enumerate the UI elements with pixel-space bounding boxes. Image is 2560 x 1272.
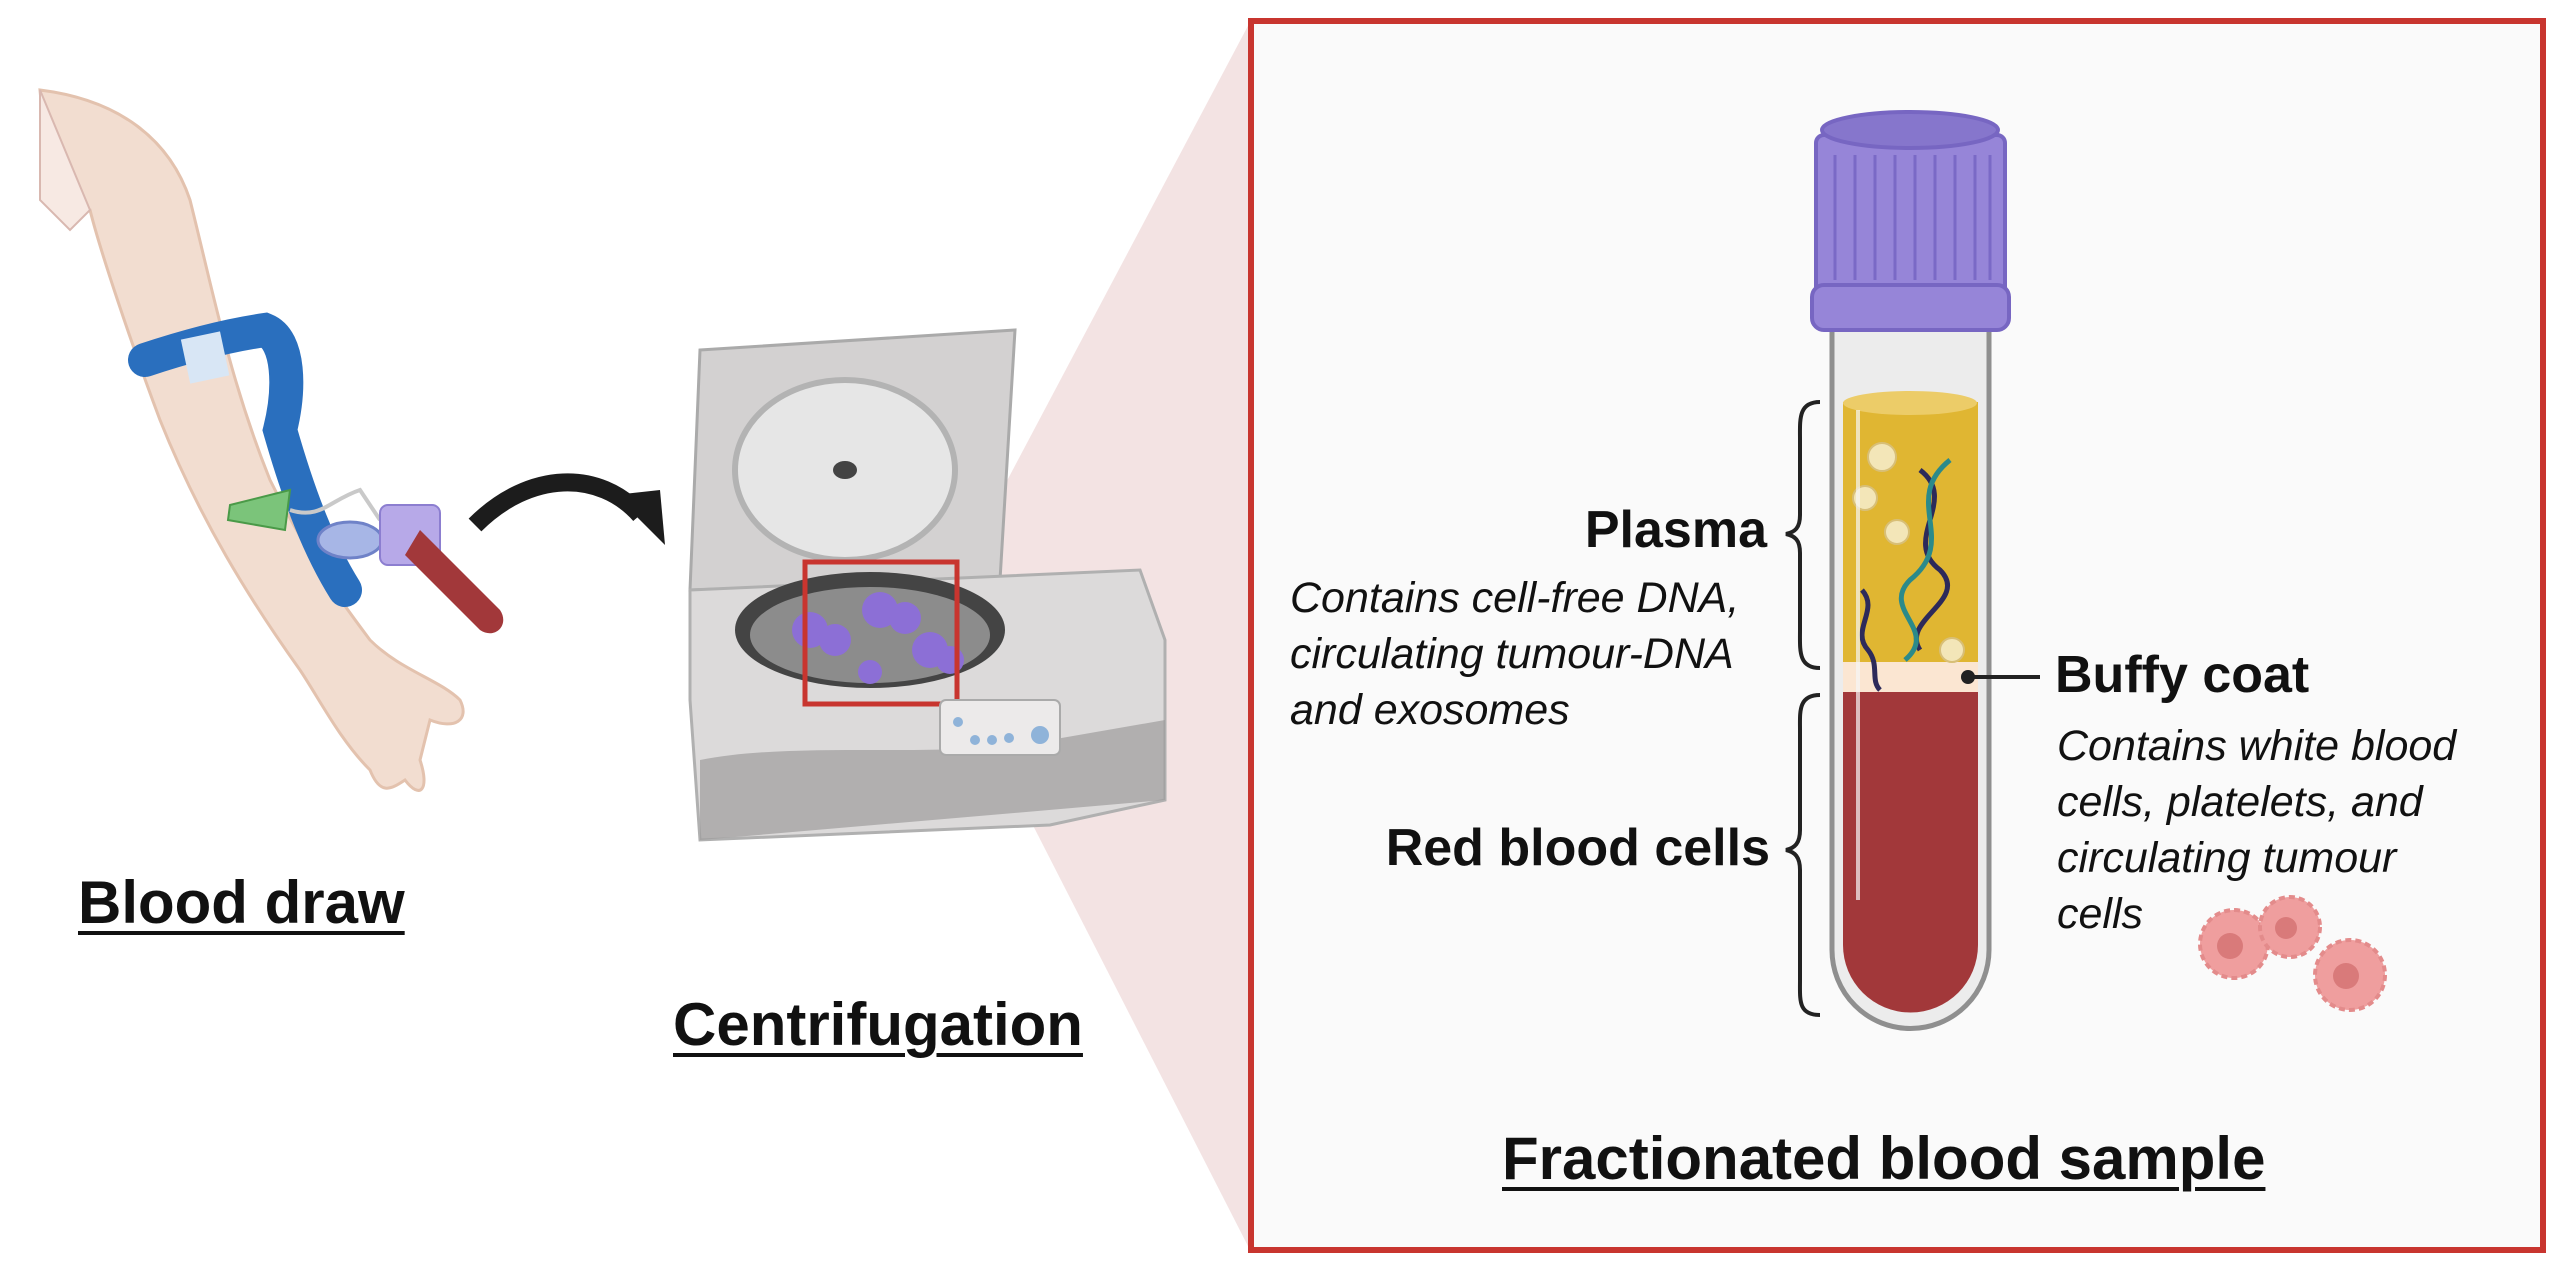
step-label-blood-draw: Blood draw bbox=[78, 869, 405, 936]
plasma-label: Plasma bbox=[1584, 501, 1767, 559]
plasma-desc-line: Contains cell-free DNA, bbox=[1290, 574, 1740, 622]
buffy-desc-line: cells, platelets, and bbox=[2057, 778, 2423, 826]
rbc-label: Red blood cells bbox=[1385, 819, 1770, 877]
buffy-desc-line: cells bbox=[2057, 890, 2144, 938]
rbc-brace bbox=[1785, 693, 1821, 1017]
centrifuge-illustration bbox=[688, 328, 1167, 842]
buffy-coat-description: Contains white blood cells, platelets, a… bbox=[2057, 718, 2456, 942]
plasma-desc-line: circulating tumour-DNA bbox=[1290, 630, 1734, 678]
plasma-desc-line: and exosomes bbox=[1290, 686, 1570, 734]
buffy-desc-line: circulating tumour bbox=[2057, 834, 2397, 882]
rbc-layer bbox=[1843, 692, 1978, 1013]
step-label-fractionated: Fractionated blood sample bbox=[1502, 1125, 2266, 1192]
blood-tube-illustration bbox=[1810, 110, 2011, 1031]
plasma-brace bbox=[1785, 400, 1821, 670]
arrow-icon bbox=[468, 473, 665, 545]
buffy-desc-line: Contains white blood bbox=[2057, 722, 2457, 770]
buffy-coat-layer bbox=[1843, 662, 1978, 692]
arm-illustration bbox=[38, 88, 504, 792]
buffy-coat-label: Buffy coat bbox=[2055, 646, 2310, 704]
step-label-centrifugation: Centrifugation bbox=[673, 991, 1083, 1058]
plasma-description: Contains cell-free DNA, circulating tumo… bbox=[1290, 570, 1739, 738]
